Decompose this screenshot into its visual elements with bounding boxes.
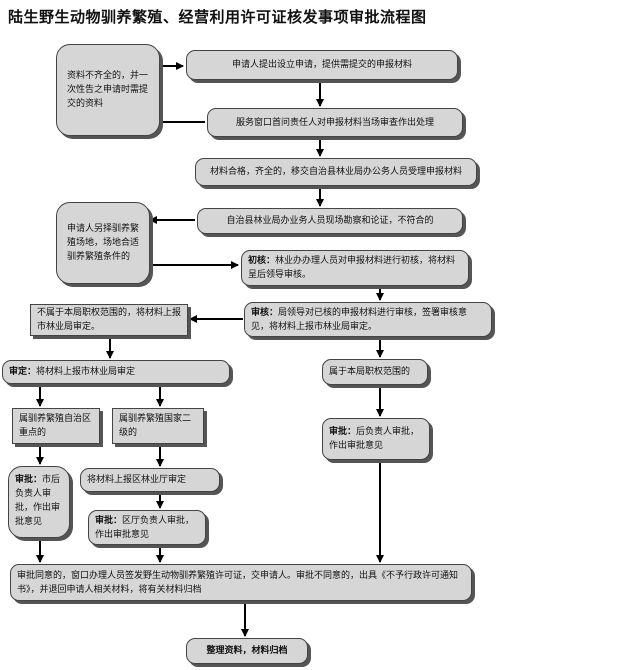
box-review: 审核：局领导对已核的申报材料进行审核，签署审核意见，将材料上报市林业局审定。 <box>244 302 492 337</box>
box-city-approval: 审批：市后负责人审批，作出审批意见 <box>8 466 70 538</box>
box-result: 审批同意的，窗口办理人员签发野生动物驯养繁殖许可证，交申请人。审批不同意的，出具… <box>10 564 472 601</box>
box-national: 属驯养繁殖国家二级的 <box>112 408 204 444</box>
box-not-scope: 不属于本局职权范围的，将材料上报市林业局审定。 <box>30 304 188 336</box>
box-local-approval: 审批：后负责人审批，作出审批意见 <box>322 418 430 460</box>
box-accept: 材料合格，齐全的，移交自治县林业局办公务人员受理申报材料 <box>195 158 477 186</box>
box-apply: 申请人提出设立申请，提供需提交的申报材料 <box>186 50 458 80</box>
box-survey: 自治县林业局办业务人员现场勘察和论证，不符合的 <box>197 208 463 234</box>
box-auto-region: 属驯养繁殖自治区重点的 <box>12 408 100 444</box>
box-incomplete: 资料不齐全的，并一次性告之申请时需提交的资料 <box>56 44 160 136</box>
box-in-scope: 属于本局职权范围的 <box>322 359 428 385</box>
box-rechoose: 申请人另择驯养繁殖场地，场地合适驯养繁殖条件的 <box>56 202 150 284</box>
box-archive: 整理资料，材料归档 <box>186 638 308 664</box>
box-prov-approval: 审批：区厅负责人审批，作出审批意见 <box>88 510 206 545</box>
box-window: 服务窗口首问责任人对申报材料当场审查作出处理 <box>207 108 463 137</box>
box-audit: 审定：将材料上报市林业局审定 <box>2 360 230 384</box>
box-prelim: 初核：林业办办理人员对申报材料进行初核，将材料呈后领导审核。 <box>241 250 469 286</box>
box-provincial: 将材料上报区林业厅审定 <box>80 468 220 492</box>
page-title: 陆生野生动物驯养繁殖、经营利用许可证核发事项审批流程图 <box>8 8 427 26</box>
